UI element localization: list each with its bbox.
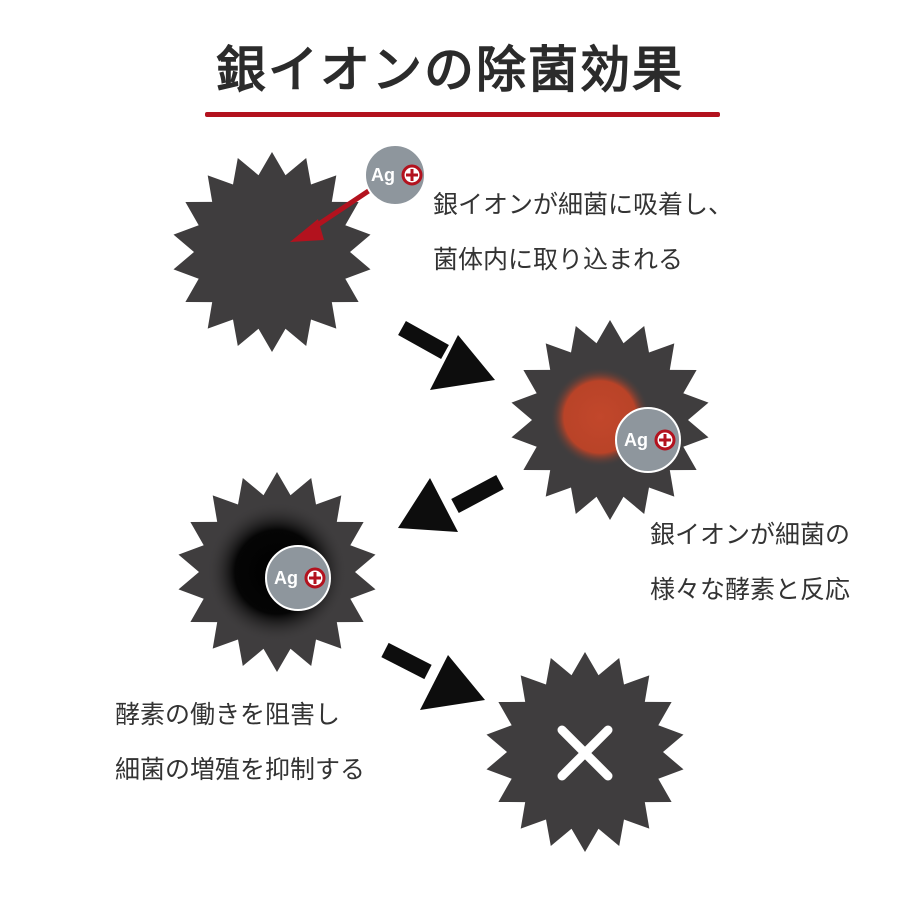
step-1-caption-line-2: 菌体内に取り込まれる xyxy=(433,245,684,274)
bacterium-1 xyxy=(173,152,371,352)
step-1-caption-line-1: 銀イオンが細菌に吸着し、 xyxy=(433,190,734,219)
flow-arrow-1 xyxy=(398,321,495,390)
step-2-caption-line-2: 様々な酵素と反応 xyxy=(650,575,851,604)
cross-icon xyxy=(557,725,613,781)
flow-arrow-2 xyxy=(398,474,504,532)
flow-arrow-3 xyxy=(381,642,485,710)
silver-ion-2: Ag xyxy=(615,407,681,473)
ion-path-arrow-shaft xyxy=(308,187,372,233)
step-2-caption-line-1: 銀イオンが細菌の xyxy=(650,520,851,549)
plus-circle-icon xyxy=(654,429,676,451)
page-title: 銀イオンの除菌効果 xyxy=(216,41,684,99)
plus-circle-icon xyxy=(401,164,423,186)
silver-ion-1: Ag xyxy=(364,144,426,206)
title-underline xyxy=(205,112,720,117)
step-3-caption-line-1: 酵素の働きを阻害し xyxy=(115,700,341,729)
ion-label: Ag xyxy=(274,568,298,588)
step-3-caption-line-2: 細菌の増殖を抑制する xyxy=(115,755,366,784)
silver-ion-3: Ag xyxy=(265,545,331,611)
plus-circle-icon xyxy=(304,567,326,589)
ion-path-arrow-head xyxy=(290,219,324,242)
ion-label: Ag xyxy=(371,165,395,185)
ion-label: Ag xyxy=(624,430,648,450)
